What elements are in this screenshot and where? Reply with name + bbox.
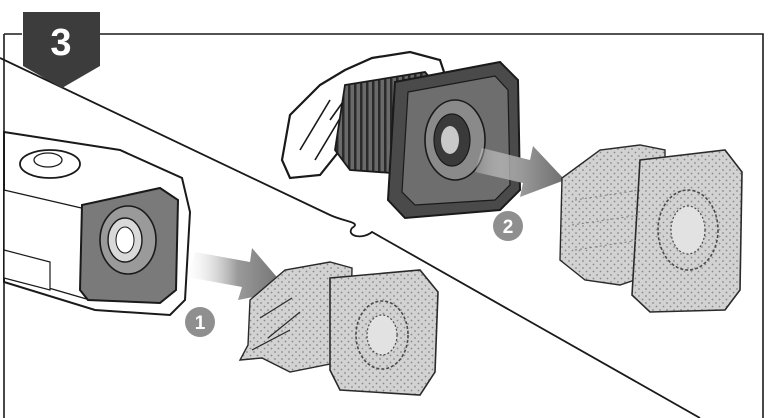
arrow-1 — [187, 248, 288, 300]
step-badge: 3 — [23, 12, 100, 88]
filter-assembly-illustration — [280, 50, 522, 220]
callout-2-label: 2 — [503, 217, 514, 238]
callout-2: 2 — [493, 211, 523, 241]
divider-line — [0, 57, 701, 418]
step-number: 3 — [50, 22, 71, 64]
callout-1-label: 1 — [195, 313, 206, 334]
frame-border — [100, 33, 764, 418]
arrow-2 — [475, 146, 565, 197]
callout-1: 1 — [185, 307, 215, 337]
vacuum-body-illustration — [3, 130, 192, 317]
filter-removed-1 — [238, 261, 439, 396]
filter-removed-2 — [559, 144, 743, 313]
